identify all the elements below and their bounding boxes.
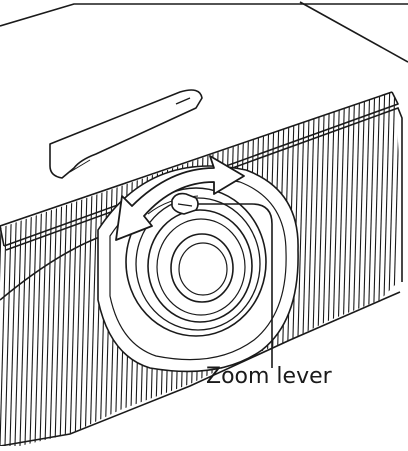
top-sensor-panel bbox=[49, 89, 203, 179]
grille-slat bbox=[0, 92, 11, 446]
grille-slat bbox=[379, 92, 391, 446]
grille-slat bbox=[19, 92, 31, 446]
grille-slat bbox=[324, 92, 336, 446]
grille-slat bbox=[339, 92, 351, 446]
grille-slat bbox=[329, 92, 341, 446]
grille-slat bbox=[344, 92, 356, 446]
grille-slat bbox=[0, 92, 6, 446]
grille-slat bbox=[359, 92, 371, 446]
zoom-lever bbox=[171, 192, 199, 215]
grille-slat bbox=[24, 92, 36, 446]
grille-slat bbox=[299, 92, 311, 446]
grille-slat bbox=[364, 92, 376, 446]
grille-slat bbox=[374, 92, 386, 446]
grille-slat bbox=[34, 92, 46, 446]
grille-slat bbox=[4, 92, 16, 446]
lens-glass-inner bbox=[178, 242, 228, 296]
grille-slat bbox=[54, 92, 66, 446]
callout-leader bbox=[198, 203, 273, 368]
top-back-edge bbox=[0, 3, 408, 27]
zoom-lever-label: Zoom lever bbox=[206, 364, 332, 389]
grille-slat bbox=[59, 92, 71, 446]
grille-slat bbox=[349, 92, 361, 446]
grille-slat bbox=[384, 92, 396, 446]
grille-slat bbox=[29, 92, 41, 446]
grille-slat bbox=[389, 92, 400, 446]
grille-slat bbox=[354, 92, 366, 446]
grille-slat bbox=[9, 92, 21, 446]
top-front-edge bbox=[0, 91, 393, 227]
lens-assembly bbox=[125, 187, 267, 337]
grille-slat bbox=[14, 92, 26, 446]
curved-double-arrow-icon bbox=[115, 155, 245, 241]
top-right-edge bbox=[299, 1, 408, 63]
grille-slat bbox=[369, 92, 381, 446]
grille-slat bbox=[49, 92, 61, 446]
grille-slat bbox=[334, 92, 346, 446]
